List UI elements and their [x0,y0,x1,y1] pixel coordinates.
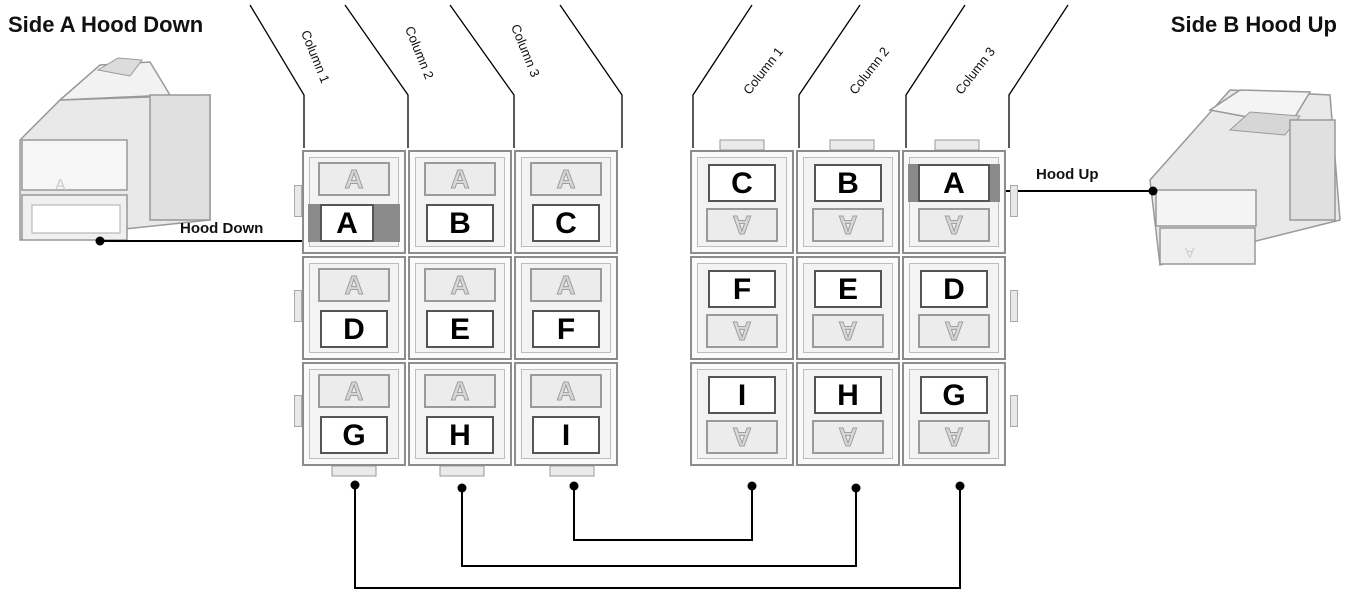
side-latch [1010,290,1018,322]
side-latch [294,395,302,427]
cell-letter: C [532,204,600,242]
side-b-cell-e: A E [796,256,900,360]
cell-letter: D [920,270,988,308]
cell-letter: E [426,310,494,348]
wiring-dots [350,480,965,493]
ghost-letter: A [344,270,364,301]
cell-letter: A [918,164,990,202]
side-b-cell-a: A A [902,150,1006,254]
svg-text:A: A [55,177,66,194]
ghost-letter: A [450,164,470,195]
side-a-cell-i: A I [514,362,618,466]
cell-letter: B [814,164,882,202]
ghost-letter: A [732,210,752,241]
ghost-letter: A [450,270,470,301]
column-wiring [354,485,961,589]
ghost-letter: A [838,422,858,453]
hood-down-label: Hood Down [180,220,264,237]
cell-letter: E [814,270,882,308]
side-a-cell-d: A D [302,256,406,360]
side-a-connector-icon: A [19,57,318,246]
side-b-title: Side B Hood Up [1170,12,1337,37]
side-latch [294,290,302,322]
side-b-cell-h: A H [796,362,900,466]
column-leaders-side-a [249,4,623,148]
cell-letter: H [814,376,882,414]
ghost-letter: A [556,164,576,195]
ghost-letter: A [944,422,964,453]
side-b-connector-icon: A [1005,89,1341,266]
side-a-cell-c: A C [514,150,618,254]
cell-letter: F [532,310,600,348]
side-b-housing-grid: A C A B A A A F A E A D A I A H A G [690,150,1006,466]
side-latch [1010,395,1018,427]
side-b-cell-i: A I [690,362,794,466]
ghost-letter: A [450,376,470,407]
side-a-cell-e: A E [408,256,512,360]
cell-letter: A [320,204,374,242]
ghost-letter: A [944,210,964,241]
side-b-cell-c: A C [690,150,794,254]
cell-letter: H [426,416,494,454]
cell-letter: I [532,416,600,454]
side-a-title: Side A Hood Down [8,12,204,37]
cell-letter: G [920,376,988,414]
ghost-letter: A [732,422,752,453]
ghost-letter: A [556,270,576,301]
cell-letter: C [708,164,776,202]
ghost-letter: A [838,316,858,347]
side-b-cell-b: A B [796,150,900,254]
ghost-letter: A [732,316,752,347]
ghost-letter: A [838,210,858,241]
side-a-cell-a: A A [302,150,406,254]
side-a-cell-g: A G [302,362,406,466]
side-latch [1010,185,1018,217]
cell-letter: I [708,376,776,414]
side-latch [294,185,302,217]
side-a-cell-b: A B [408,150,512,254]
ghost-letter: A [344,164,364,195]
side-a-cell-f: A F [514,256,618,360]
column-leaders-side-b [692,4,1069,148]
side-b-cell-f: A F [690,256,794,360]
hood-up-label: Hood Up [1036,166,1099,183]
cell-letter: B [426,204,494,242]
side-a-housing-grid: A A A B A C A D A E A F A G A H A I [302,150,618,466]
side-b-cell-g: A G [902,362,1006,466]
ghost-letter: A [944,316,964,347]
ghost-letter: A [556,376,576,407]
side-b-cell-d: A D [902,256,1006,360]
svg-text:A: A [1185,245,1195,261]
cell-letter: F [708,270,776,308]
cell-letter: G [320,416,388,454]
ghost-letter: A [344,376,364,407]
cell-letter: D [320,310,388,348]
side-a-cell-h: A H [408,362,512,466]
